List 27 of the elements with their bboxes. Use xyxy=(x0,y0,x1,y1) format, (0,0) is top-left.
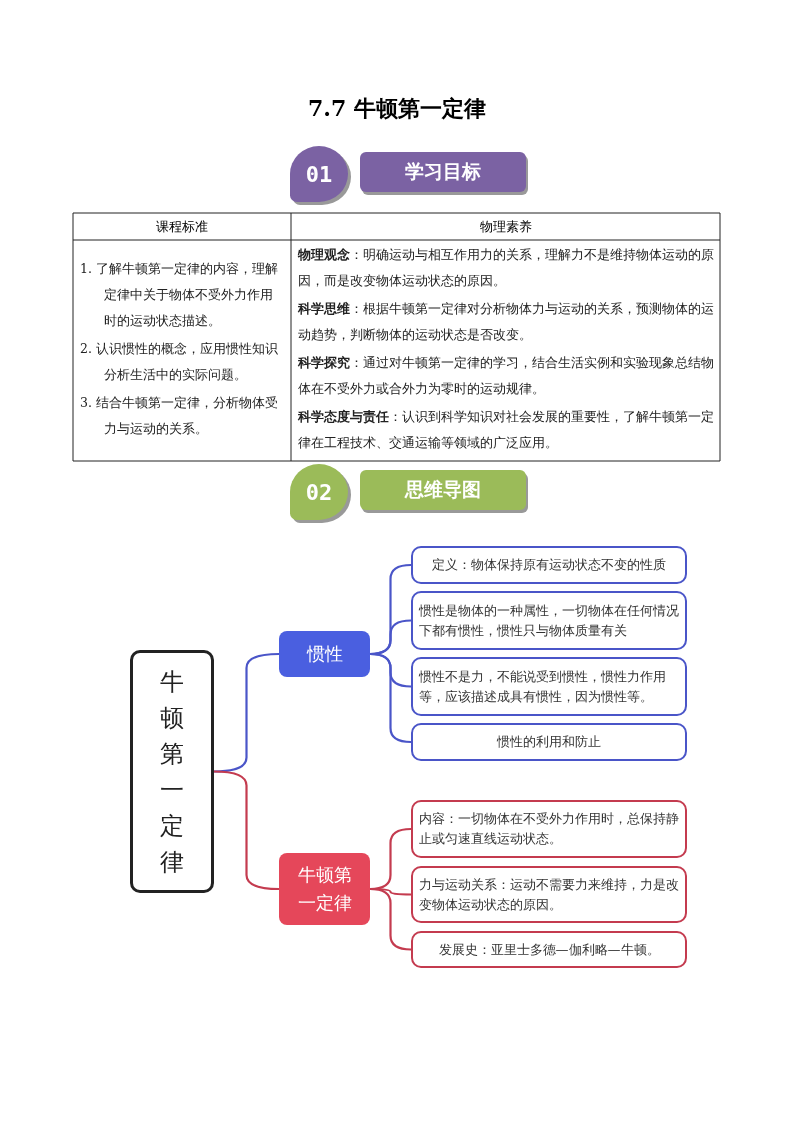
note-box: 惯性不是力，不能说受到惯性，惯性力作用等，应该描述成具有惯性，因为惯性等。 xyxy=(411,657,687,716)
title-box: 牛顿第一定律 xyxy=(130,650,214,893)
connector-line xyxy=(213,770,280,891)
connector-line xyxy=(369,652,412,744)
section-number-badge: 02 xyxy=(290,464,348,520)
section-heading: 学习目标 xyxy=(360,152,526,192)
paragraph: 科学思维：根据牛顿第一定律对分析物体力与运动的关系，预测物体的运动趋势，判断物体的运动状态是否改变。 xyxy=(298,300,715,344)
note-box: 内容：一切物体在不受外力作用时，总保持静止或匀速直线运动状态。 xyxy=(411,800,687,858)
note-box: 定义：物体保持原有运动状态不变的性质 xyxy=(411,546,687,584)
paragraph: 科学探究：通过对牛顿第一定律的学习，结合生活实例和实验现象总结物体在不受外力或合外力为零时的运动规律。 xyxy=(298,354,715,398)
paragraph: 科学态度与责任：认识到科学知识对社会发展的重要性，了解牛顿第一定律在工程技术、交通运输等领域的广泛应用。 xyxy=(298,408,715,452)
note-box: 发展史：亚里士多德—伽利略—牛顿。 xyxy=(411,931,687,968)
connector-line xyxy=(369,887,412,951)
list-item: 1. 了解牛顿第一定律的内容，理解定律中关于物体不受外力作用时的运动状态描述。 xyxy=(80,260,279,330)
page-title: 7.7 牛顿第一定律 xyxy=(307,94,487,123)
topic-box: 牛顿第一定律 xyxy=(279,853,370,925)
note-box: 惯性是物体的一种属性，一切物体在任何情况下都有惯性，惯性只与物体质量有关 xyxy=(411,591,687,650)
note-box: 力与运动关系：运动不需要力来维持，力是改变物体运动状态的原因。 xyxy=(411,866,687,923)
section-heading: 思维导图 xyxy=(360,470,526,510)
topic-box: 惯性 xyxy=(279,631,370,677)
list-item: 2. 认识惯性的概念，应用惯性知识分析生活中的实际问题。 xyxy=(80,340,279,384)
column-header: 物理素养 xyxy=(478,218,533,236)
list-item: 3. 结合牛顿第一定律，分析物体受力与运动的关系。 xyxy=(80,394,279,438)
column-header: 课程标准 xyxy=(155,218,209,236)
section-number-badge: 01 xyxy=(290,146,348,202)
paragraph: 物理观念：明确运动与相互作用力的关系，理解力不是维持物体运动的原因，而是改变物体运动状态的原因。 xyxy=(298,246,715,290)
note-box: 惯性的利用和防止 xyxy=(411,723,687,761)
